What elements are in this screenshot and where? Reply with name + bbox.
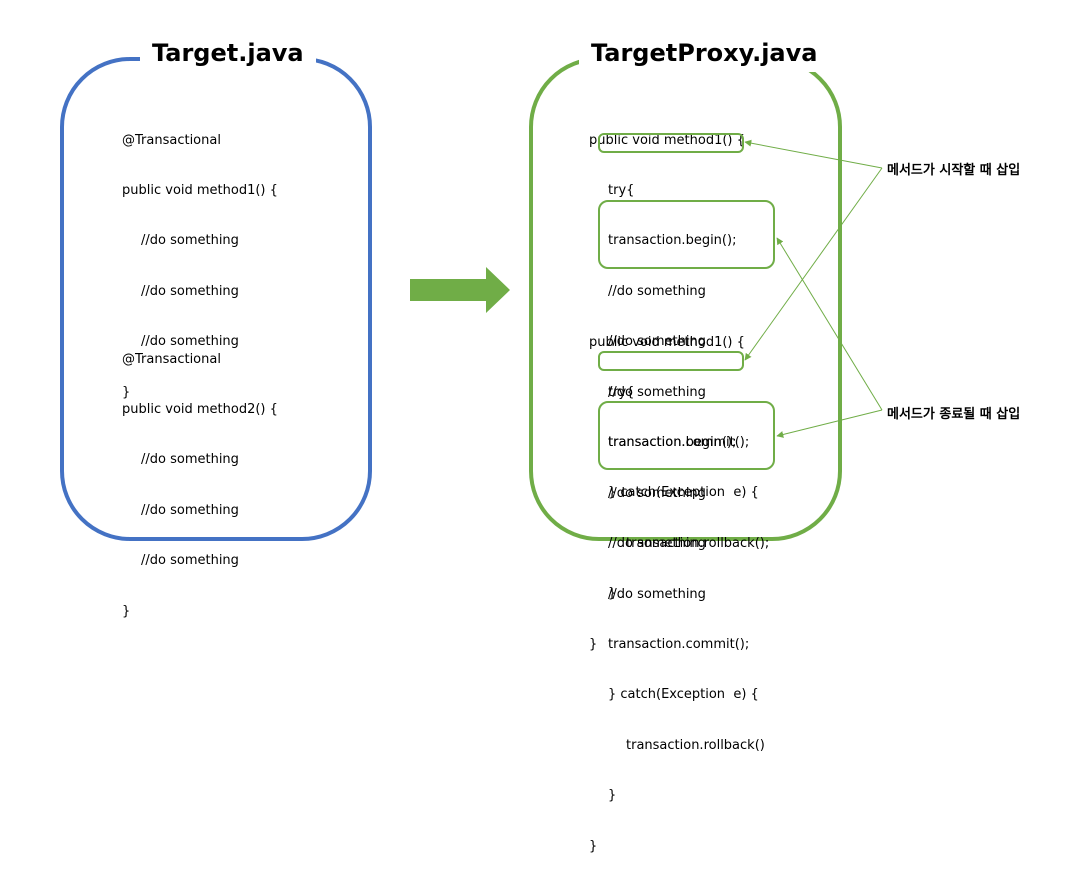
code-line: } catch(Exception e) {: [608, 485, 759, 501]
code-line: //do something: [608, 334, 706, 350]
code-line: }: [122, 384, 131, 400]
code-line: //do something: [141, 283, 239, 299]
connector-overlay: [410, 139, 883, 438]
connector-start-to-begin-2: [744, 167, 883, 361]
code-line: transaction.commit();: [608, 434, 750, 450]
code-line: //do something: [608, 485, 706, 501]
code-line: @Transactional: [122, 351, 221, 367]
proxy-panel: [529, 57, 842, 541]
code-line: public void method1() {: [122, 182, 278, 198]
target-panel-title: Target.java: [140, 34, 316, 72]
code-line: transaction.begin();: [608, 435, 737, 451]
connector-end-to-catch-1: [776, 237, 883, 411]
highlight-commit-catch-1: [598, 200, 775, 269]
code-line: //do something: [141, 334, 239, 350]
target-method1-code: @Transactional public void method1() { /…: [122, 99, 278, 418]
proxy-panel-title: TargetProxy.java: [579, 34, 830, 72]
code-line: }: [589, 838, 598, 854]
highlight-commit-catch-2: [598, 401, 775, 470]
target-panel: [60, 57, 372, 541]
code-line: transaction.commit();: [608, 636, 750, 652]
code-line: } catch(Exception e) {: [608, 687, 759, 703]
annotation-end: 메서드가 종료될 때 삽입: [887, 407, 1021, 422]
highlight-begin-1: [598, 133, 744, 153]
code-line: try{: [608, 384, 635, 400]
annotation-start: 메서드가 시작할 때 삽입: [887, 163, 1021, 178]
proxy-method1-code: public void method1() { try{ transaction…: [589, 99, 769, 670]
code-line: public void method1() {: [589, 334, 745, 350]
code-line: transaction.begin();: [608, 233, 737, 249]
code-line: }: [122, 603, 131, 619]
code-line: //do something: [141, 553, 239, 569]
code-line: transaction.rollback(): [626, 737, 765, 753]
transform-arrow-icon: [410, 267, 510, 313]
code-line: public void method2() {: [122, 401, 278, 417]
connector-start-to-begin-1: [744, 139, 883, 169]
code-line: transaction.rollback();: [626, 535, 770, 551]
code-line: @Transactional: [122, 132, 221, 148]
connector-end-to-catch-2: [776, 409, 883, 438]
code-line: }: [608, 788, 617, 804]
code-line: //do something: [141, 452, 239, 468]
code-line: try{: [608, 182, 635, 198]
code-line: //do something: [608, 384, 706, 400]
code-line: //do something: [608, 283, 706, 299]
code-line: //do something: [141, 502, 239, 518]
code-line: //do something: [608, 536, 706, 552]
code-line: //do something: [141, 233, 239, 249]
highlight-do-something-2: [598, 351, 744, 371]
